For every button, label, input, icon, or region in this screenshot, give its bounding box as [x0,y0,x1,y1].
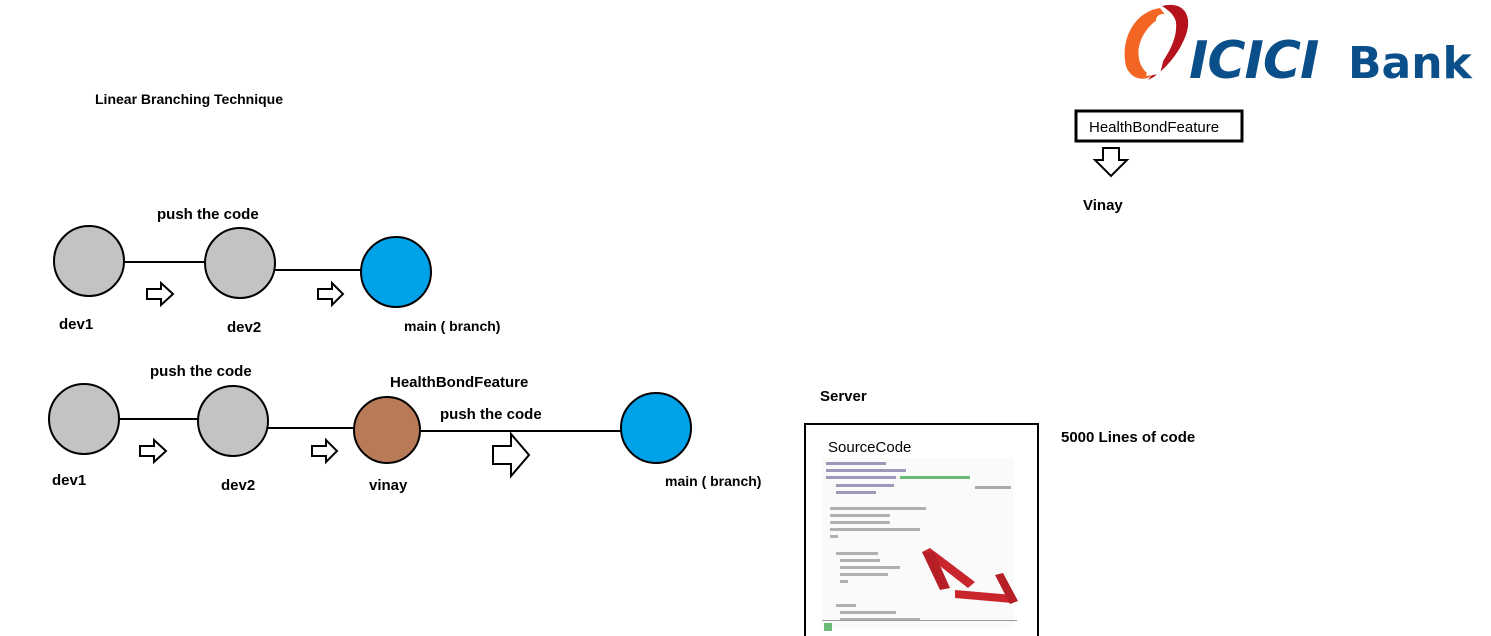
diagram-2: push the code HealthBondFeature push the… [48,363,761,494]
feature-owner: Vinay [1083,197,1123,214]
node-dev2 [204,227,276,299]
brand-name: ICICI [1189,31,1319,91]
node-dev2 [197,385,269,457]
icici-emblem-icon [1124,4,1189,81]
server-label: Server [820,388,867,405]
node-label-dev1: dev1 [52,472,86,489]
icici-bank-logo: ICICI Bank [1124,4,1474,91]
node-label-vinay: vinay [369,477,408,494]
diagram-title: Linear Branching Technique [95,91,283,107]
node-label-dev1: dev1 [59,316,93,333]
feature-box [1074,109,1244,143]
node-main [360,236,432,308]
node-label-main: main ( branch) [665,473,761,489]
diagram-1: push the code dev1 dev2 main ( branch) [53,206,500,336]
feature-box-label: HealthBondFeature [1089,119,1219,136]
node-dev1 [53,225,125,297]
node-label-dev2: dev2 [227,319,261,336]
node-dev1 [48,383,120,455]
right-arrow-icon [139,437,168,465]
server-section: Server 5000 Lines of code SourceCode [804,388,1195,636]
edge-label-push: push the code [440,406,542,423]
node-label-main: main ( branch) [404,318,500,334]
down-arrow-icon [1092,147,1130,178]
right-arrow-icon [492,431,531,479]
source-code-image [822,458,1018,631]
node-vinay [353,396,421,464]
feature-label: HealthBondFeature [390,374,528,391]
sync-arrows-icon [922,548,1018,604]
right-arrow-icon [311,437,339,465]
code-lines [826,462,1011,621]
brand-suffix: Bank [1348,38,1474,89]
badge-icon [824,623,832,631]
source-code-title: SourceCode [828,439,911,456]
node-main [620,392,692,464]
right-arrow-icon [317,280,345,308]
edge-label-push: push the code [157,206,259,223]
node-label-dev2: dev2 [221,477,255,494]
edge-label-push: push the code [150,363,252,380]
feature-assignment: HealthBondFeature Vinay [1074,109,1244,214]
right-arrow-icon [146,280,175,308]
lines-of-code-note: 5000 Lines of code [1061,429,1195,446]
